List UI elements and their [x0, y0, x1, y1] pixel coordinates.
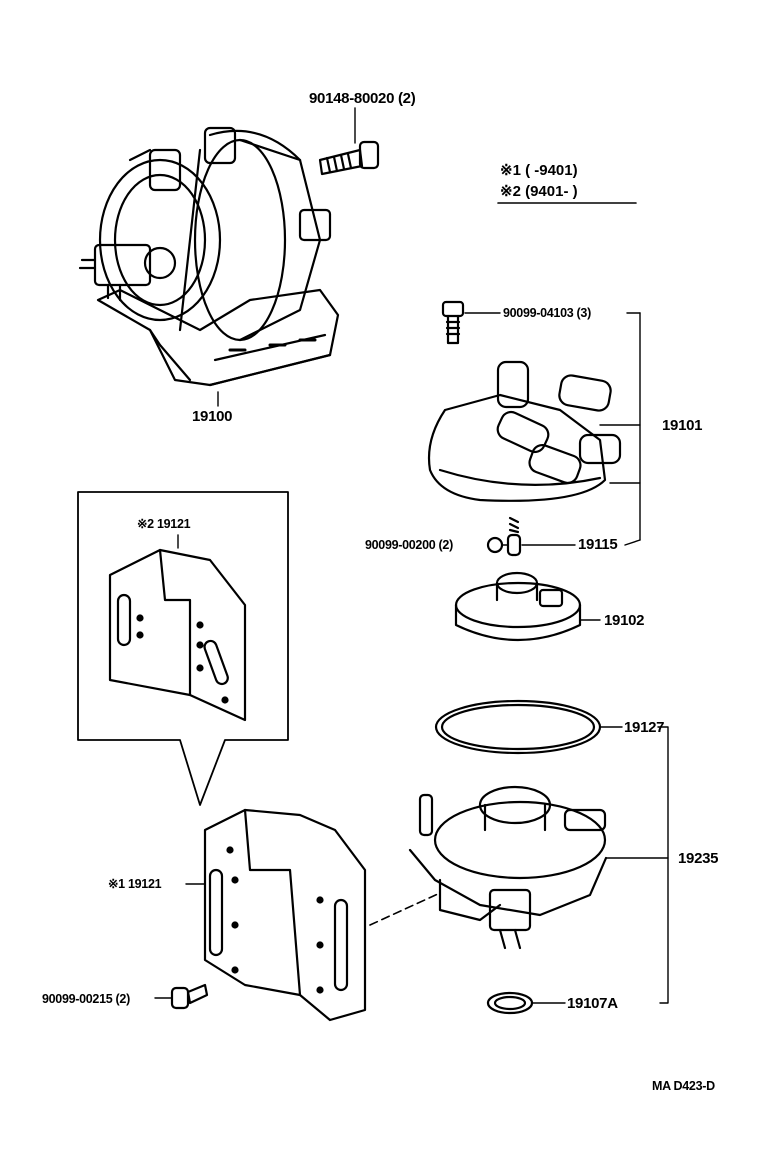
rotor-drawing: [454, 571, 601, 642]
bracket-drawing: [185, 808, 441, 1022]
diagram-code: MA D423-D: [652, 1079, 715, 1093]
bracket-bolt-drawing: [154, 983, 209, 1010]
label-gasket-19127: 19127: [624, 719, 665, 736]
legend-note-2: ※2 (9401- ): [500, 183, 578, 200]
cap-screw-drawing: [441, 300, 501, 345]
inset-callout-box: [77, 491, 289, 806]
distributor-assembly-drawing: [78, 126, 340, 387]
label-distributor-19100: 19100: [192, 408, 233, 425]
label-carbon-19115: 19115: [578, 536, 618, 553]
label-inset-bracket-19121: ※2 19121: [137, 517, 191, 531]
label-rotor-19102: 19102: [604, 612, 645, 629]
label-cap-19101: 19101: [662, 417, 703, 434]
label-bracket-19121: ※1 19121: [108, 877, 162, 891]
label-oring-19107A: 19107A: [567, 995, 618, 1012]
distributor-cap-drawing: [427, 312, 641, 541]
gasket-drawing: [434, 699, 669, 1004]
housing-drawing: [408, 785, 608, 950]
label-housing-19235: 19235: [678, 850, 719, 867]
label-bolt-90148-80020: 90148-80020 (2): [309, 90, 416, 107]
legend-note-1: ※1 ( -9401): [500, 162, 578, 179]
label-bracket-bolt-90099-00215: 90099-00215 (2): [42, 992, 130, 1006]
bolt-drawing-top: [318, 107, 380, 176]
label-rotor-screw-90099-00200: 90099-00200 (2): [365, 538, 453, 552]
label-cap-screw-90099-04103: 90099-04103 (3): [503, 306, 591, 320]
rotor-screw-and-carbon-drawing: [486, 516, 641, 557]
oring-drawing: [486, 991, 566, 1015]
